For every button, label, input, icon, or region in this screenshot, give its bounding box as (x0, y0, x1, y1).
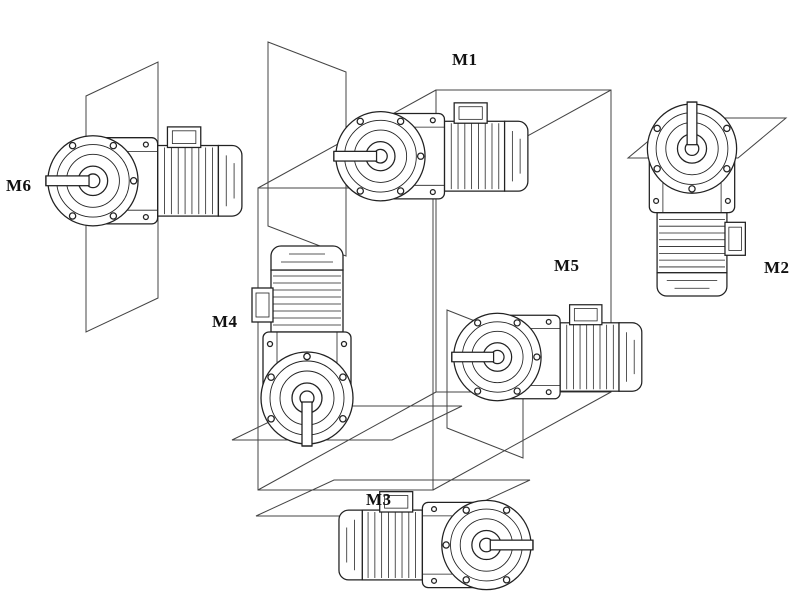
gearmotor-m1-illustration (333, 102, 529, 202)
plane-m1 (267, 41, 347, 257)
plane-m6 (85, 61, 159, 333)
label-m2: M2 (764, 258, 790, 277)
label-m3: M3 (366, 490, 392, 509)
label-m5: M5 (554, 256, 580, 275)
label-m6: M6 (6, 176, 32, 195)
gearmotor-m2-illustration (646, 101, 746, 297)
label-m1: M1 (452, 50, 478, 69)
gearmotor-m6-illustration (45, 126, 243, 227)
label-m4: M4 (212, 312, 238, 331)
gearmotor-m4-illustration (251, 245, 354, 447)
gearmotor-m5-illustration (451, 304, 643, 402)
